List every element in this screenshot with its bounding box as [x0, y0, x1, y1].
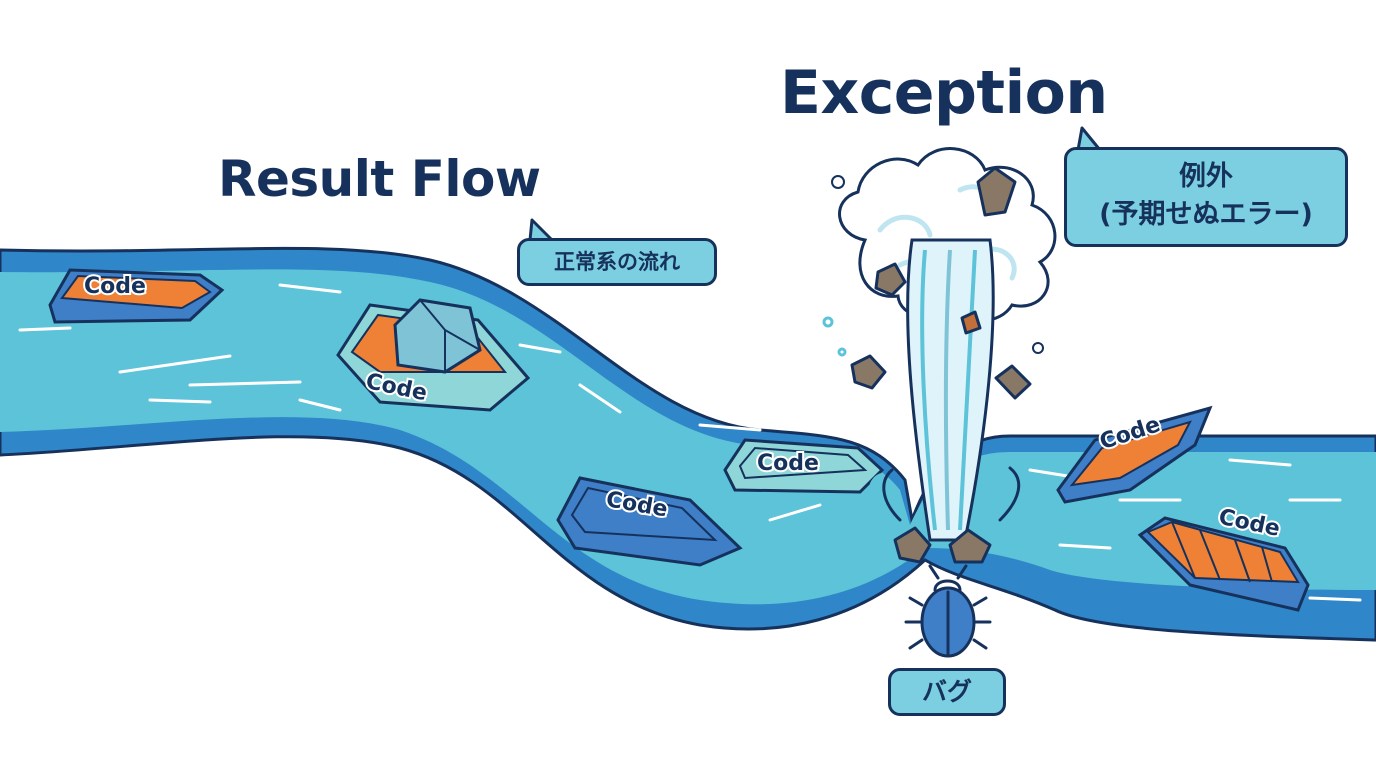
exception-label-line1: 例外	[1179, 161, 1233, 192]
code-boat-3: Code	[723, 438, 885, 494]
code-boat-4: Code	[556, 476, 743, 567]
normal-flow-label: 正常系の流れ	[554, 250, 680, 274]
exception-title: Exception	[780, 58, 1108, 128]
exception-callout: 例外 (予期せぬエラー)	[1064, 147, 1348, 247]
callout-normal-tail	[528, 218, 554, 242]
bug-callout: バグ	[888, 668, 1006, 716]
rock-icon	[850, 166, 1032, 564]
code-boat-1: Code	[48, 268, 225, 324]
boat-label: Code	[84, 274, 146, 299]
result-flow-title: Result Flow	[218, 150, 541, 208]
exception-label-line2: (予期せぬエラー)	[1099, 199, 1313, 230]
bug-label: バグ	[921, 677, 972, 706]
normal-flow-callout: 正常系の流れ	[517, 238, 717, 286]
spray-dots	[822, 175, 1044, 357]
boat-label: Code	[757, 451, 819, 476]
bug-icon	[904, 564, 992, 658]
